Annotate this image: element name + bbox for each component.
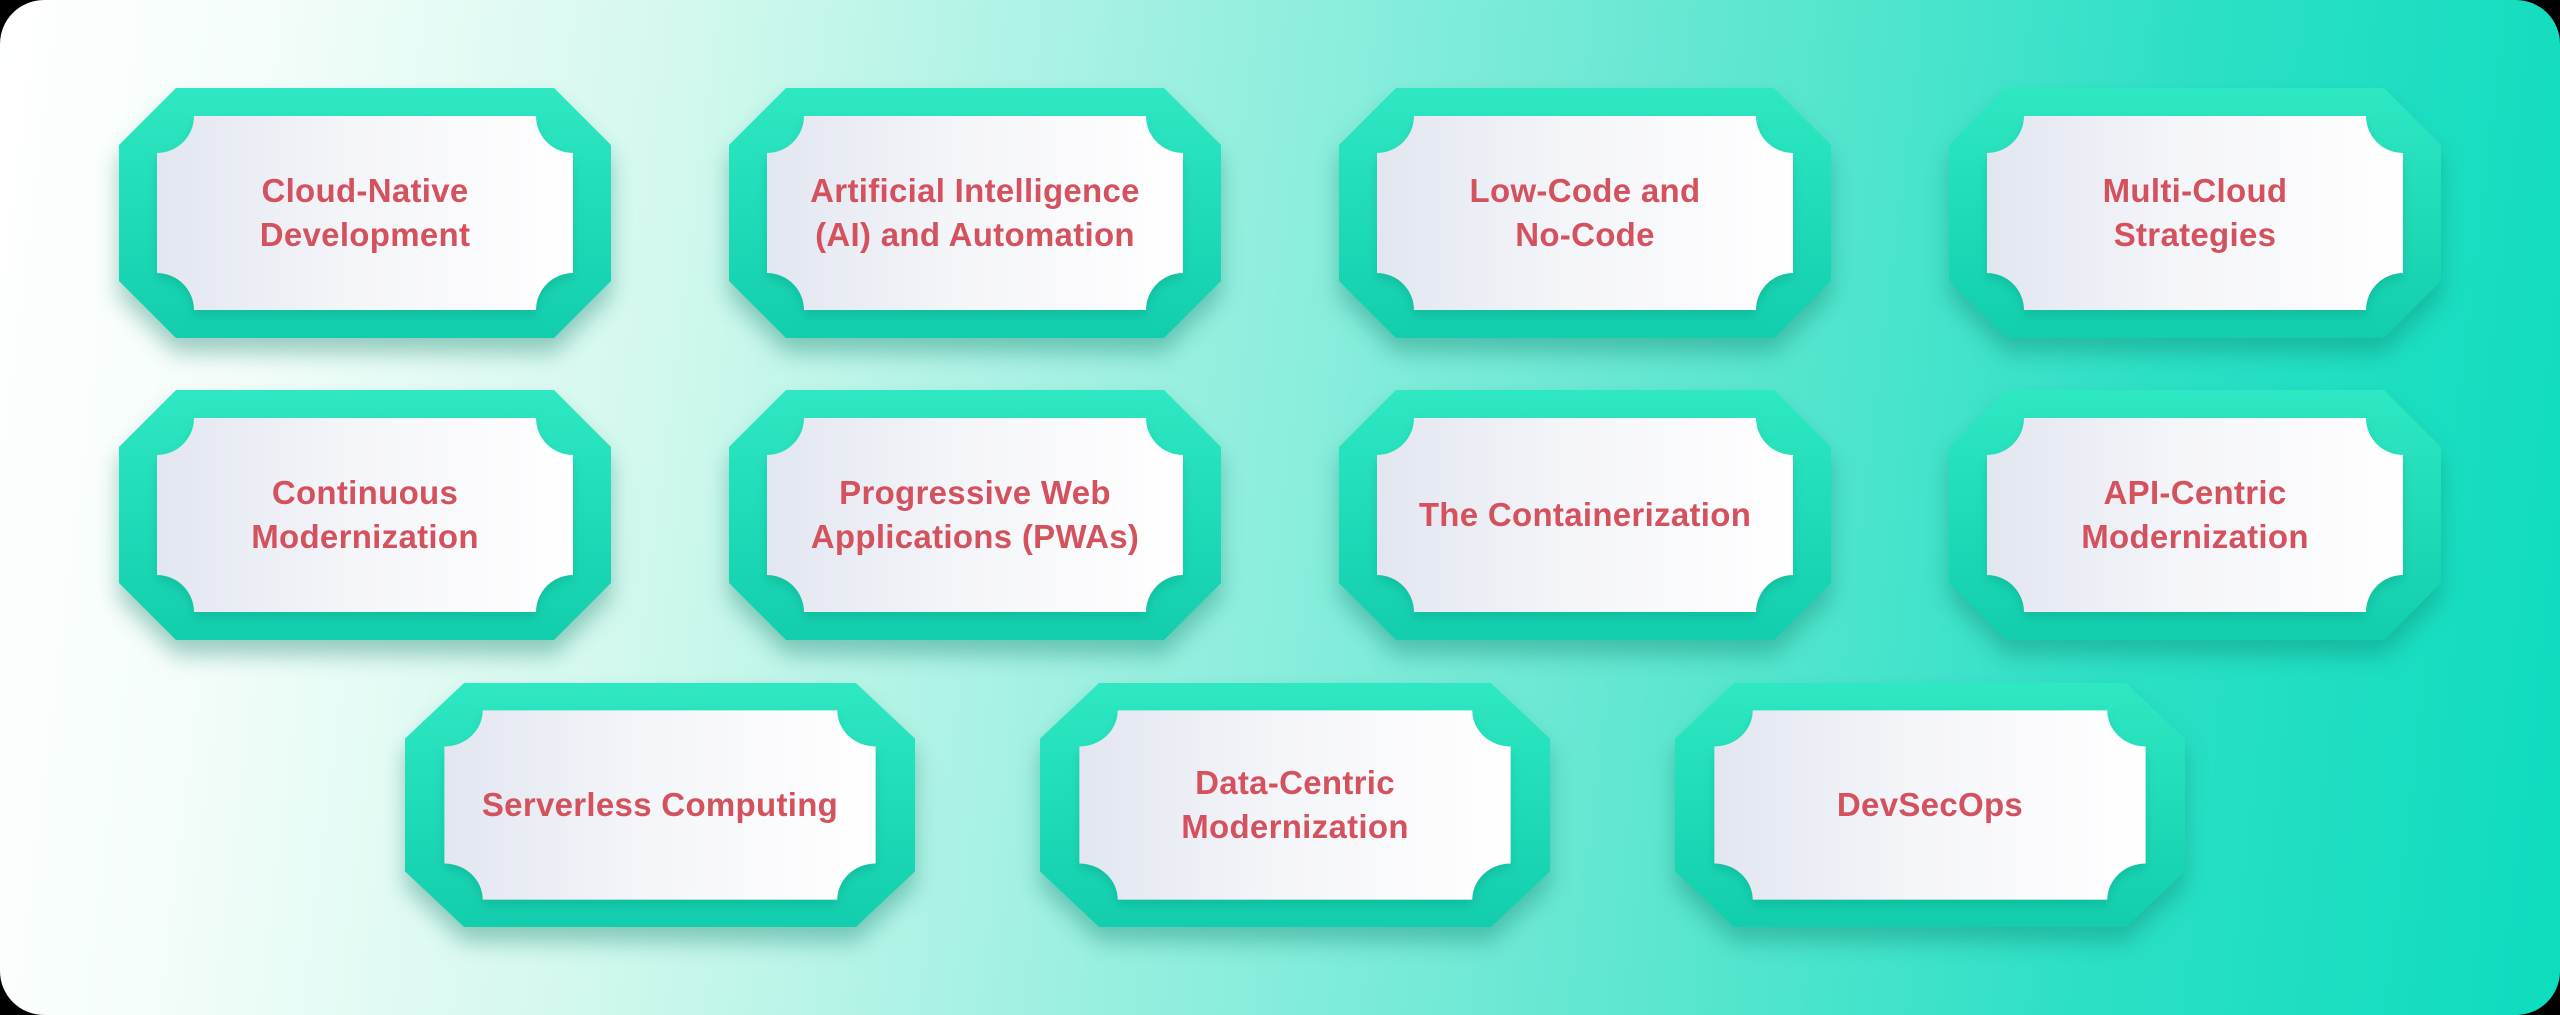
badge-row-1: Cloud-Native Development Artificial Inte…	[0, 88, 2560, 338]
badge-frame-shape	[729, 390, 1221, 640]
badge-the-containerization: The Containerization	[1339, 390, 1831, 640]
badge-continuous-modernization: Continuous Modernization	[119, 390, 611, 640]
badge-label: Low-Code and No-Code	[1469, 172, 1701, 253]
badge-progressive-web-applications: Progressive Web Applications (PWAs)	[729, 390, 1221, 640]
badge-frame-shape	[1040, 683, 1550, 927]
badge-label: Cloud-Native Development	[259, 172, 471, 253]
badge-label: Multi-Cloud Strategies	[2102, 172, 2288, 253]
badge-data-centric-modernization: Data-Centric Modernization	[1040, 683, 1550, 927]
badge-row-2: Continuous Modernization Progressive Web…	[0, 390, 2560, 640]
badge-frame-shape	[119, 88, 611, 338]
badge-label: DevSecOps	[1836, 786, 2024, 824]
badge-ai-and-automation: Artificial Intelligence (AI) and Automat…	[729, 88, 1221, 338]
badge-label: The Containerization	[1418, 496, 1752, 534]
badge-serverless-computing: Serverless Computing	[405, 683, 915, 927]
badge-label: Serverless Computing	[481, 786, 839, 824]
badge-label: Progressive Web Applications (PWAs)	[810, 474, 1140, 555]
badge-frame-shape	[1949, 390, 2441, 640]
badge-frame-shape	[1339, 88, 1831, 338]
badge-label: Data-Centric Modernization	[1181, 764, 1409, 845]
badge-frame-shape	[1949, 88, 2441, 338]
badge-frame-shape	[405, 683, 915, 927]
badge-low-code-no-code: Low-Code and No-Code	[1339, 88, 1831, 338]
badge-frame-shape	[729, 88, 1221, 338]
badge-devsecops: DevSecOps	[1675, 683, 2185, 927]
badge-row-3: Serverless Computing Data-Centric Modern…	[15, 683, 2560, 927]
badge-frame-shape	[1675, 683, 2185, 927]
badge-label: Artificial Intelligence (AI) and Automat…	[810, 172, 1140, 253]
badge-api-centric-modernization: API-Centric Modernization	[1949, 390, 2441, 640]
badge-label: API-Centric Modernization	[2081, 474, 2309, 555]
badge-frame-shape	[119, 390, 611, 640]
badge-label: Continuous Modernization	[251, 474, 479, 555]
badge-frame-shape	[1339, 390, 1831, 640]
badge-cloud-native-development: Cloud-Native Development	[119, 88, 611, 338]
badge-multi-cloud-strategies: Multi-Cloud Strategies	[1949, 88, 2441, 338]
